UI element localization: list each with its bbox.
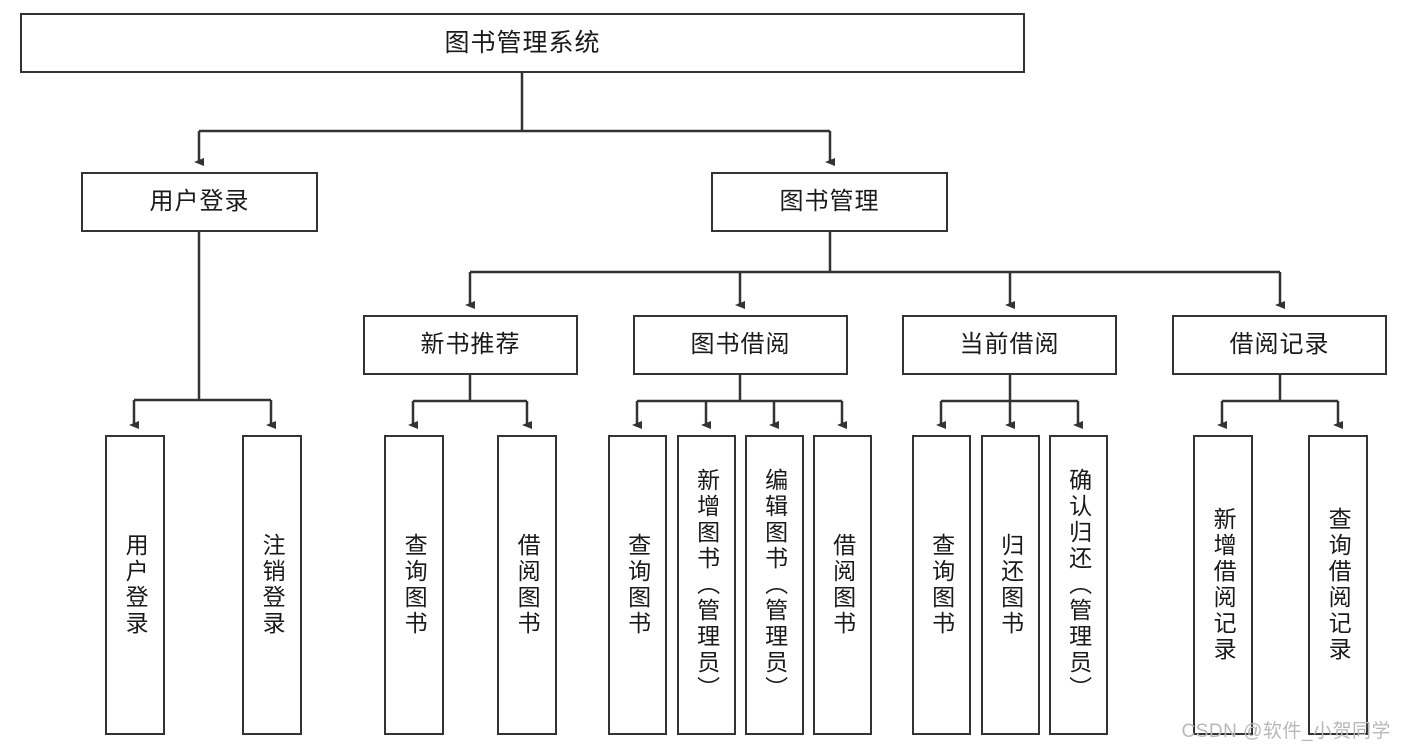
- node-user-login-label: 用户登录: [149, 187, 250, 215]
- node-book-borrow-label: 图书借阅: [690, 330, 791, 358]
- node-new-book-recommend-label: 新书推荐: [420, 330, 521, 358]
- node-user-login[interactable]: 用户登录: [81, 172, 318, 232]
- leaf-book-borrow-edit-label: 编辑图书（管理员）: [761, 468, 788, 702]
- node-borrow-record-label: 借阅记录: [1229, 330, 1330, 358]
- leaf-new-book-borrow[interactable]: 借阅图书: [497, 435, 557, 735]
- leaf-book-borrow-borrow[interactable]: 借阅图书: [813, 435, 872, 735]
- leaf-borrow-record-add[interactable]: 新增借阅记录: [1193, 435, 1253, 735]
- leaf-user-login-signin[interactable]: 用户登录: [105, 435, 165, 735]
- node-root-system-label: 图书管理系统: [444, 29, 601, 57]
- leaf-new-book-borrow-label: 借阅图书: [514, 533, 541, 637]
- leaf-book-borrow-query-label: 查询图书: [624, 533, 651, 637]
- leaf-new-book-query[interactable]: 查询图书: [384, 435, 444, 735]
- node-root-system[interactable]: 图书管理系统: [20, 13, 1025, 73]
- leaf-user-login-signout-label: 注销登录: [259, 533, 286, 637]
- leaf-current-borrow-query[interactable]: 查询图书: [912, 435, 971, 735]
- node-new-book-recommend[interactable]: 新书推荐: [363, 315, 578, 375]
- leaf-borrow-record-query-label: 查询借阅记录: [1325, 507, 1352, 663]
- leaf-current-borrow-return-label: 归还图书: [997, 533, 1024, 637]
- leaf-book-borrow-query[interactable]: 查询图书: [608, 435, 667, 735]
- node-current-borrow-label: 当前借阅: [959, 330, 1060, 358]
- node-book-management[interactable]: 图书管理: [711, 172, 948, 232]
- node-borrow-record[interactable]: 借阅记录: [1172, 315, 1387, 375]
- leaf-current-borrow-confirm[interactable]: 确认归还（管理员）: [1049, 435, 1108, 735]
- leaf-new-book-query-label: 查询图书: [401, 533, 428, 637]
- leaf-borrow-record-add-label: 新增借阅记录: [1210, 507, 1237, 663]
- leaf-current-borrow-confirm-label: 确认归还（管理员）: [1065, 468, 1092, 702]
- leaf-user-login-signout[interactable]: 注销登录: [242, 435, 302, 735]
- leaf-borrow-record-query[interactable]: 查询借阅记录: [1308, 435, 1368, 735]
- leaf-user-login-signin-label: 用户登录: [122, 533, 149, 637]
- leaf-current-borrow-query-label: 查询图书: [928, 533, 955, 637]
- node-book-borrow[interactable]: 图书借阅: [633, 315, 848, 375]
- leaf-book-borrow-add-label: 新增图书（管理员）: [693, 468, 720, 702]
- watermark-text: CSDN @软件_小贺同学: [1181, 721, 1391, 742]
- leaf-book-borrow-borrow-label: 借阅图书: [829, 533, 856, 637]
- node-book-management-label: 图书管理: [779, 187, 880, 215]
- leaf-book-borrow-edit[interactable]: 编辑图书（管理员）: [745, 435, 804, 735]
- leaf-current-borrow-return[interactable]: 归还图书: [981, 435, 1040, 735]
- leaf-book-borrow-add[interactable]: 新增图书（管理员）: [677, 435, 736, 735]
- node-current-borrow[interactable]: 当前借阅: [902, 315, 1117, 375]
